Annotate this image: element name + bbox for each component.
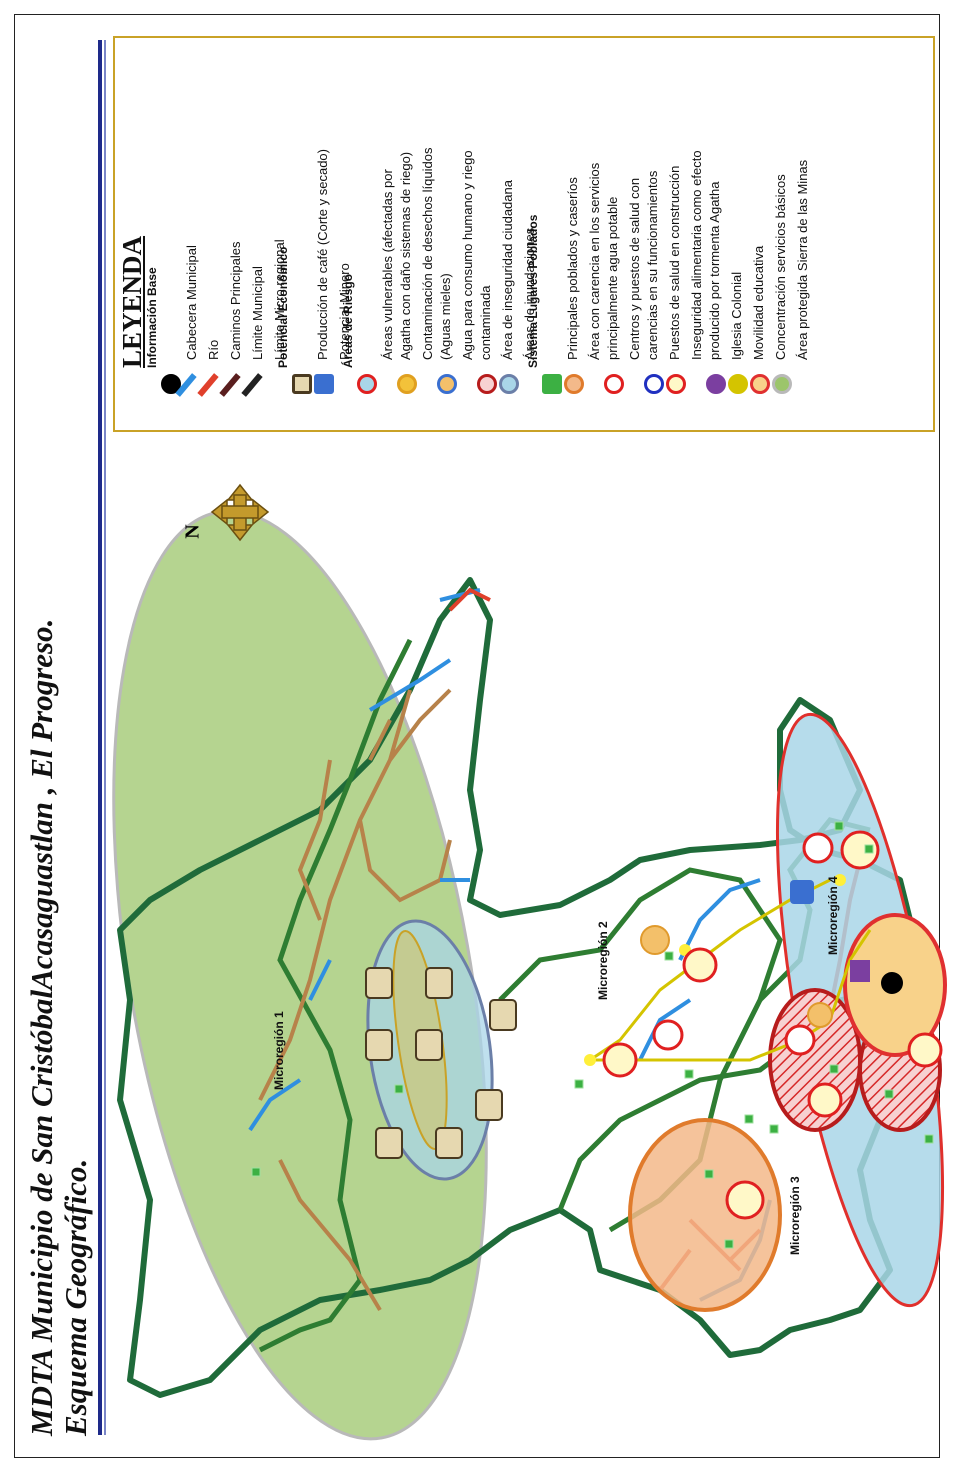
legend-item-label: Área de inseguridad ciudadana: [500, 180, 515, 360]
church-icon: [706, 374, 726, 394]
health-construction-icon: [644, 374, 664, 394]
legend-item-label-cont: producido por tormenta Agatha: [707, 181, 722, 360]
legend-item-label: Caminos Principales: [228, 241, 243, 361]
map-subtitle: Esquema Geográfico.: [58, 1158, 93, 1436]
legend-item-label-cont: Agatha con daño sistemas de riego): [398, 151, 413, 360]
vulnerable-area-icon: [357, 374, 377, 394]
village-markers: [251, 821, 934, 1249]
legend-section-heading: Potencial Económico: [276, 246, 290, 368]
flood-area-icon: [499, 374, 519, 394]
legend-section-heading: Sistema Lugares Poblados: [526, 214, 540, 368]
north-label: N: [181, 524, 204, 539]
black-dot-icon: [161, 374, 181, 394]
legend-section-heading: Información Base: [145, 267, 159, 368]
education-node: [584, 1054, 596, 1066]
protected-area-icon: [772, 374, 792, 394]
legend-item-label: Contaminación de desechos líquidos: [420, 147, 435, 360]
health-center-icon: [604, 374, 624, 394]
water-shortage-area: [628, 1118, 782, 1312]
food-insecurity-icon: [666, 374, 686, 394]
legend-title: LEYENDA: [117, 235, 147, 368]
legend-item-label-cont: (Aguas mieles): [438, 273, 453, 360]
legend-item-label: Áreas vulnerables (afectadas por: [380, 169, 395, 360]
legend-item-label: Río: [206, 339, 221, 360]
water-shortage-icon: [564, 374, 584, 394]
microregion-3-label: Microregión 3: [788, 1176, 802, 1255]
legend-item-label: Límite Municipal: [250, 266, 265, 360]
north-arrow-icon: [210, 483, 270, 542]
microregional-limit-1: [258, 638, 413, 1353]
contaminated-water-icon: [437, 374, 457, 394]
legend-box: LEYENDA Información Base Cabecera Municip…: [113, 36, 935, 432]
legend-item-label: Cabecera Municipal: [184, 245, 199, 360]
coffee-sack-markers: [365, 967, 517, 1159]
microregion-2-label: Microregión 2: [596, 921, 610, 1000]
mining-icon: [314, 374, 334, 394]
municipal-limit-icon: [219, 373, 241, 397]
church-marker: [850, 960, 870, 982]
legend-item-label: Inseguridad alimentaria como efecto: [689, 150, 704, 360]
microregion-1-label: Microregión 1: [272, 1011, 286, 1090]
cabecera-municipal-dot: [881, 972, 903, 994]
legend-item-label: Puestos de salud en construcción: [667, 165, 682, 360]
microregion-4-label: Microregión 4: [826, 876, 840, 955]
food-insecurity-markers: [602, 830, 943, 1220]
road-network: [258, 688, 452, 1312]
coffee-sack-icon: [292, 374, 312, 394]
legend-item-label: Movilidad educativa: [751, 245, 766, 360]
legend-item-label: Producción de café (Corte y secado): [315, 149, 330, 360]
legend-item-label-cont: carencias en su funcionamientos: [645, 170, 660, 360]
microregional-limit-icon: [241, 373, 263, 397]
legend-item-label-cont: contaminada: [478, 285, 493, 360]
mining-marker: [790, 880, 814, 904]
legend-item-label: Concentración servicios básicos: [773, 174, 788, 360]
road-line-icon: [197, 373, 219, 397]
legend-item-label: Área con carencia en los servicios: [587, 162, 602, 360]
legend-item-label-cont: principalmente agua potable: [605, 196, 620, 360]
legend-section-heading: Áreas de Riesgo: [341, 273, 355, 368]
title-rule: [98, 40, 102, 1435]
health-center-markers: [652, 832, 834, 1056]
insecurity-area-icon: [477, 374, 497, 394]
title-rule-thin: [104, 40, 106, 1435]
map-title: MDTA Municipio de San CristóbalAcasaguas…: [24, 618, 59, 1436]
legend-item-label: Principales poblados y caseríos: [565, 177, 580, 360]
legend-item-label: Iglesia Colonial: [729, 271, 744, 360]
legend-item-label: Centros y puestos de salud con: [627, 177, 642, 360]
education-node: [834, 874, 846, 886]
legend-item-label: Área protegida Sierra de las Minas: [795, 159, 810, 360]
education-arrow-icon: [728, 374, 748, 394]
contaminated-water-markers: [640, 925, 833, 1028]
village-square-icon: [542, 374, 562, 394]
legend-item-label: Agua para consumo humano y riego: [460, 150, 475, 360]
basic-services-icon: [750, 374, 770, 394]
liquid-waste-icon: [397, 374, 417, 394]
